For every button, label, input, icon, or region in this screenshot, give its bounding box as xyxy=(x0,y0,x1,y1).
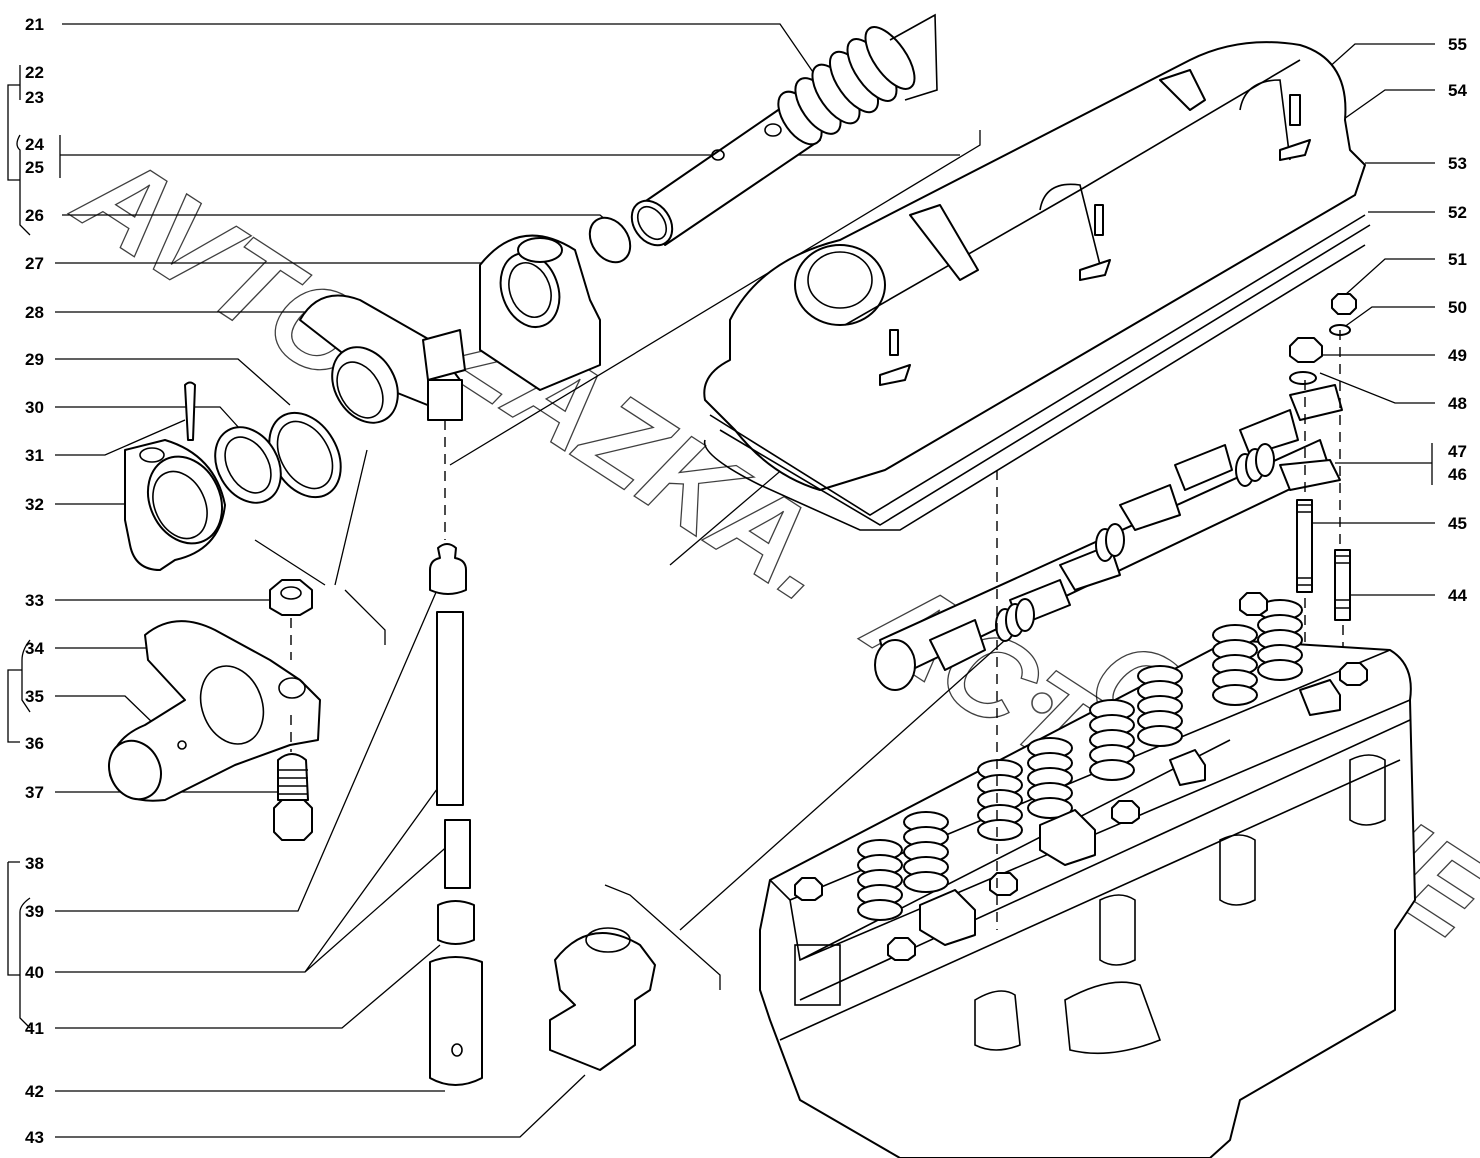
rocker-support-bracket xyxy=(479,234,601,391)
part-label: 36 xyxy=(25,734,44,753)
nut-part xyxy=(269,579,313,616)
part-label: 40 xyxy=(25,963,44,982)
rocker-shaft-assembly xyxy=(874,384,1343,691)
assembly-axis-lines xyxy=(290,420,998,930)
bellows xyxy=(777,26,916,146)
pushrod-parts xyxy=(429,543,483,1086)
label-brackets xyxy=(7,65,1433,1029)
adjusting-screw-part xyxy=(273,753,313,841)
part-label: 27 xyxy=(25,254,44,273)
part-label: 37 xyxy=(25,783,44,802)
part-label: 47 xyxy=(1448,442,1467,461)
part-label: 55 xyxy=(1448,35,1467,54)
part-label: 44 xyxy=(1448,586,1467,605)
part-label: 41 xyxy=(25,1019,44,1038)
part-label: 54 xyxy=(1448,81,1467,100)
part-label: 30 xyxy=(25,398,44,417)
rocker-shaft-part xyxy=(588,13,938,264)
part-label: 26 xyxy=(25,206,44,225)
part-label: 31 xyxy=(25,446,44,465)
head-nuts xyxy=(794,592,1368,961)
valve-cover xyxy=(703,41,1371,531)
rocker-arm-part xyxy=(299,294,466,424)
part-label: 22 xyxy=(25,63,44,82)
part-label: 50 xyxy=(1448,298,1467,317)
part-label: 45 xyxy=(1448,514,1467,533)
part-label: 21 xyxy=(25,15,44,34)
part-label: 51 xyxy=(1448,250,1467,269)
part-label: 49 xyxy=(1448,346,1467,365)
part-label: 39 xyxy=(25,902,44,921)
support-bracket-lower xyxy=(549,927,656,1071)
part-label: 24 xyxy=(25,135,44,154)
part-label: 48 xyxy=(1448,394,1467,413)
part-label: 33 xyxy=(25,591,44,610)
part-label: 46 xyxy=(1448,465,1467,484)
washer-parts xyxy=(184,381,342,504)
part-label: 32 xyxy=(25,495,44,514)
part-label: 42 xyxy=(25,1082,44,1101)
rocker-springs xyxy=(995,443,1275,642)
part-label: 53 xyxy=(1448,154,1467,173)
fasteners-right xyxy=(1289,293,1357,690)
part-label: 52 xyxy=(1448,203,1467,222)
valve-springs xyxy=(857,599,1303,921)
part-label: 35 xyxy=(25,687,44,706)
cylinder-head xyxy=(759,592,1416,1158)
part-label: 23 xyxy=(25,88,44,107)
part-label: 34 xyxy=(25,639,44,658)
part-label: 43 xyxy=(25,1128,44,1147)
part-label: 28 xyxy=(25,303,44,322)
part-label: 38 xyxy=(25,854,44,873)
part-label: 25 xyxy=(25,158,44,177)
leader-lines xyxy=(55,23,1051,1138)
part-label: 29 xyxy=(25,350,44,369)
rocker-support-end xyxy=(124,439,226,571)
rocker-arm-assembly xyxy=(108,620,321,802)
